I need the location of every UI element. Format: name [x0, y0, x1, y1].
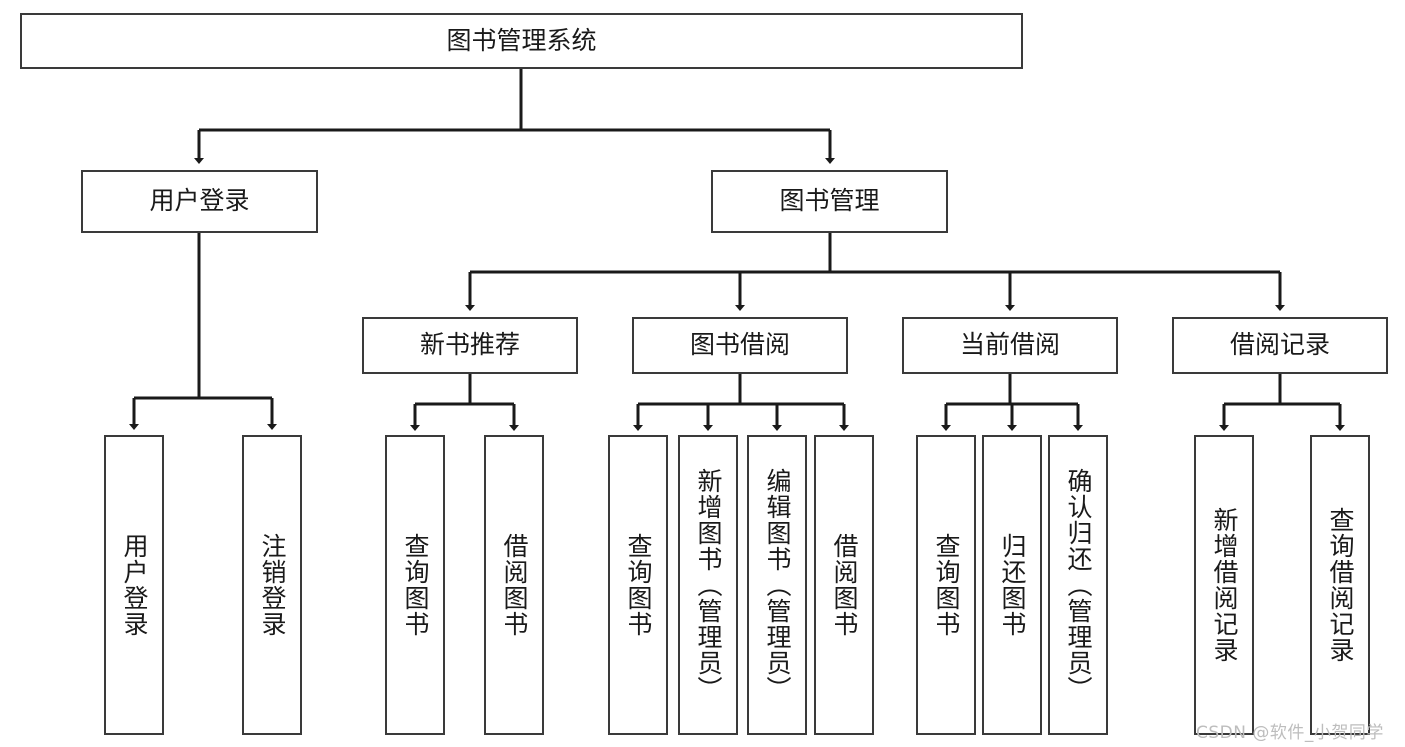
node-root-label: 图书管理系统: [446, 25, 597, 55]
node-leaf-query-book-1[interactable]: 查询图书: [385, 435, 445, 735]
node-leaf-query-book-1-label: 查询图书: [401, 533, 430, 637]
node-leaf-borrow-book-1[interactable]: 借阅图书: [484, 435, 544, 735]
node-leaf-confirm-return[interactable]: 确认归还（管理员）: [1048, 435, 1108, 735]
node-leaf-logout[interactable]: 注销登录: [242, 435, 302, 735]
node-leaf-edit-book-label: 编辑图书（管理员）: [763, 468, 792, 702]
node-leaf-add-book[interactable]: 新增图书（管理员）: [678, 435, 738, 735]
node-user-login-label: 用户登录: [149, 186, 250, 216]
node-leaf-add-record-label: 新增借阅记录: [1210, 507, 1239, 663]
node-borrow-record-label: 借阅记录: [1229, 330, 1330, 360]
node-leaf-add-record[interactable]: 新增借阅记录: [1194, 435, 1254, 735]
node-current-borrow-label: 当前借阅: [959, 330, 1060, 360]
node-new-book-recommend-label: 新书推荐: [419, 330, 520, 360]
node-leaf-query-book-3-label: 查询图书: [932, 533, 961, 637]
node-leaf-query-book-3[interactable]: 查询图书: [916, 435, 976, 735]
node-leaf-query-book-2-label: 查询图书: [624, 533, 653, 637]
node-borrow-record[interactable]: 借阅记录: [1172, 317, 1388, 374]
node-current-borrow[interactable]: 当前借阅: [902, 317, 1118, 374]
node-leaf-add-book-label: 新增图书（管理员）: [694, 468, 723, 702]
node-leaf-edit-book[interactable]: 编辑图书（管理员）: [747, 435, 807, 735]
node-leaf-query-book-2[interactable]: 查询图书: [608, 435, 668, 735]
node-book-borrow[interactable]: 图书借阅: [632, 317, 848, 374]
node-book-borrow-label: 图书借阅: [689, 330, 790, 360]
node-leaf-query-record[interactable]: 查询借阅记录: [1310, 435, 1370, 735]
node-root-book-management-system[interactable]: 图书管理系统: [20, 13, 1023, 69]
node-leaf-user-login[interactable]: 用户登录: [104, 435, 164, 735]
csdn-watermark: CSDN @软件_小贺同学: [1196, 723, 1384, 743]
node-leaf-confirm-return-label: 确认归还（管理员）: [1064, 468, 1093, 702]
node-leaf-logout-label: 注销登录: [258, 533, 287, 637]
node-user-login[interactable]: 用户登录: [81, 170, 318, 233]
node-leaf-borrow-book-2[interactable]: 借阅图书: [814, 435, 874, 735]
node-leaf-borrow-book-1-label: 借阅图书: [500, 533, 529, 637]
node-new-book-recommend[interactable]: 新书推荐: [362, 317, 578, 374]
node-book-manage-label: 图书管理: [779, 186, 880, 216]
node-book-manage[interactable]: 图书管理: [711, 170, 948, 233]
node-leaf-query-record-label: 查询借阅记录: [1326, 507, 1355, 663]
node-leaf-user-login-label: 用户登录: [120, 533, 149, 637]
node-leaf-borrow-book-2-label: 借阅图书: [830, 533, 859, 637]
node-leaf-return-book[interactable]: 归还图书: [982, 435, 1042, 735]
node-leaf-return-book-label: 归还图书: [998, 533, 1027, 637]
